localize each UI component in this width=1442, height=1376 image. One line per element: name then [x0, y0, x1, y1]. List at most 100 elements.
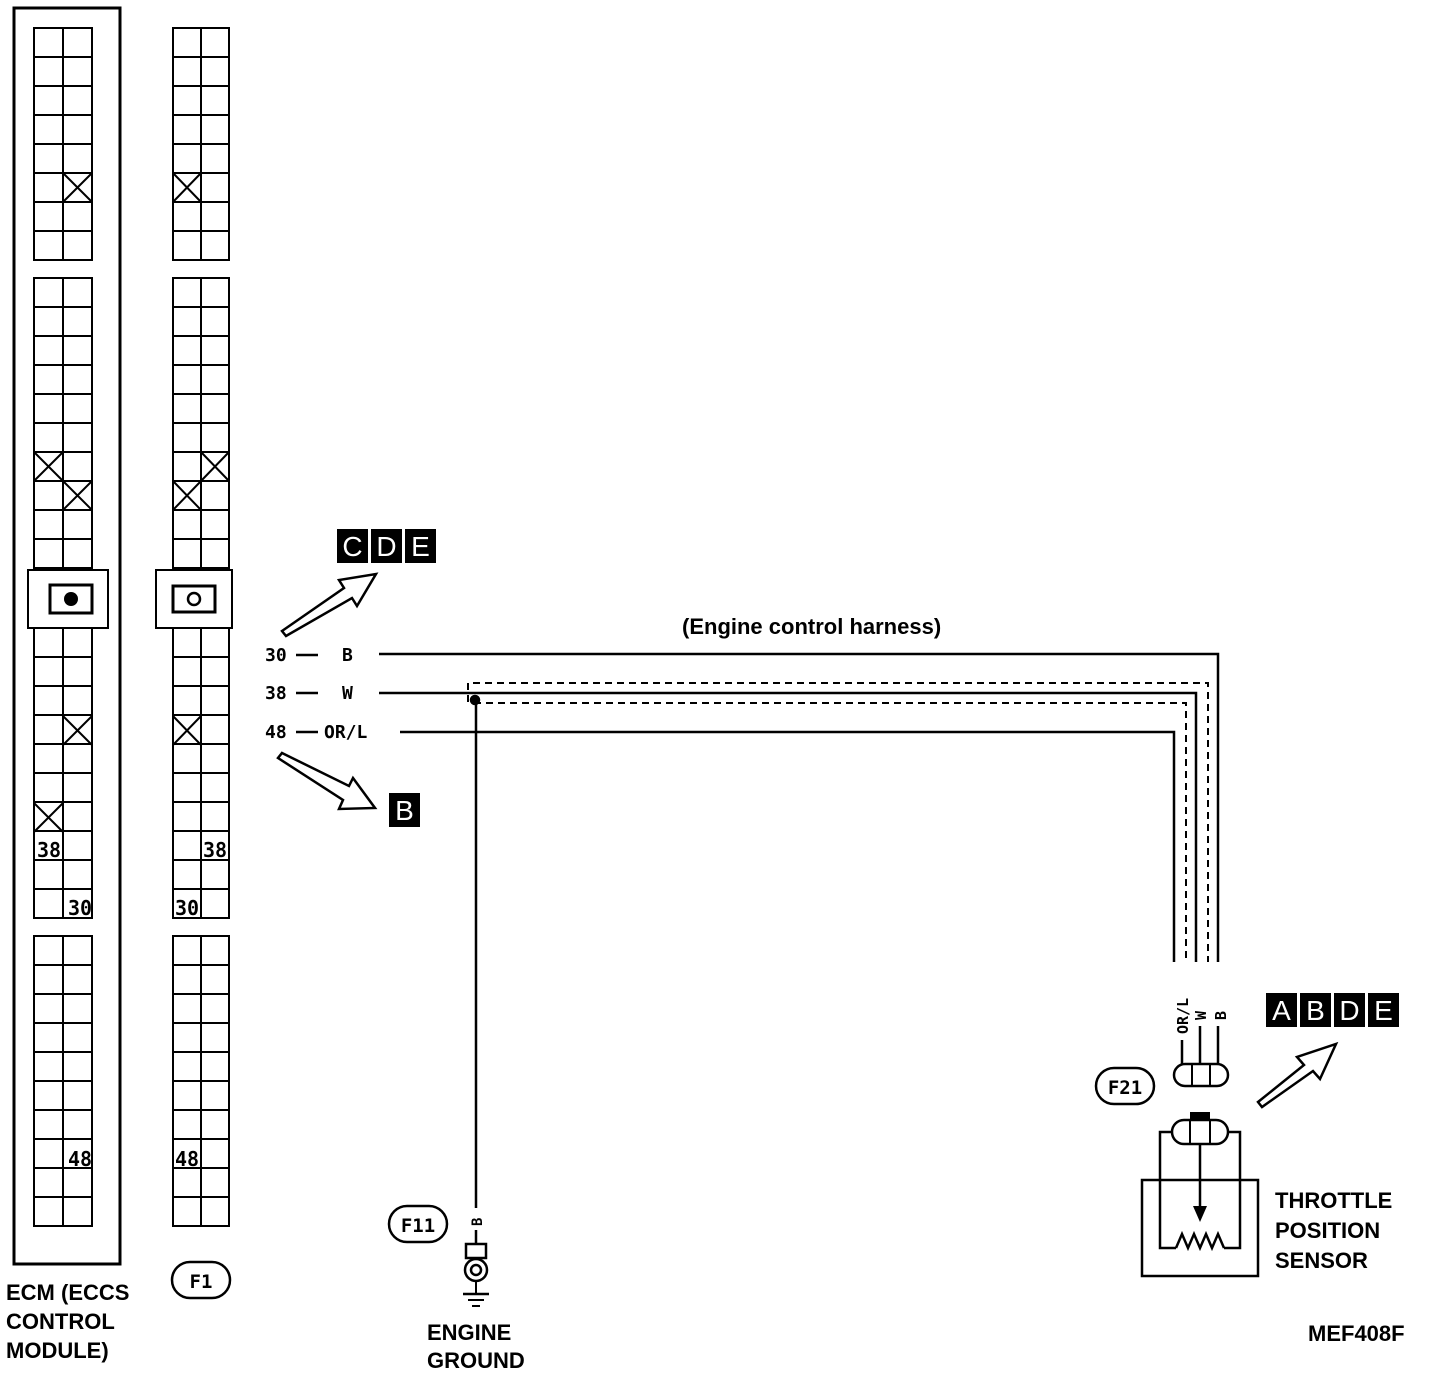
ecm-label-line-1: ECM (ECCS — [6, 1280, 129, 1305]
ecm-pin-cell — [33, 859, 64, 890]
callout-top-letter-d: D — [376, 531, 396, 562]
terminal-labels: 30 B 38 W 48 OR/L — [265, 645, 368, 743]
f1-pin-cell — [172, 859, 202, 890]
f1-pin-cell — [200, 277, 230, 308]
sensor-wire-color-orl: OR/L — [1174, 998, 1192, 1034]
f1-pin-cell — [200, 1022, 230, 1053]
f1-pin-cell — [172, 656, 202, 687]
callout-sensor-box-e — [1368, 993, 1399, 1027]
f1-connector: 38 30 48 F1 — [155, 27, 233, 1300]
f1-pin-cell — [200, 935, 230, 966]
f1-pin-cell — [172, 143, 202, 174]
ecm-pin-cell — [62, 935, 93, 966]
wire-b — [379, 652, 1220, 962]
ecm-pin-cell — [33, 993, 64, 1024]
f1-pin-grid — [172, 27, 230, 1227]
ecm-pin-cell — [62, 859, 93, 890]
ecm-pin-cell — [33, 1080, 64, 1111]
ecm-pin-cell — [33, 422, 64, 453]
ecm-frame — [12, 6, 122, 1266]
callout-bottom-letter-b: B — [395, 795, 414, 826]
ground-wire-color: B — [470, 1218, 486, 1226]
ecm-pin-cell — [62, 656, 93, 687]
ecm-pin-cell — [33, 1051, 64, 1082]
callout-top-box-d — [371, 529, 402, 563]
f1-pin-cell — [172, 1022, 202, 1053]
f1-unused-pin-mark — [172, 715, 202, 746]
ground-label-line-1: ENGINE — [427, 1320, 511, 1345]
ecm-pin-cell — [62, 277, 93, 308]
ecm-pin-cell — [62, 393, 93, 424]
f1-pin-cell — [172, 85, 202, 116]
f1-pin-cell — [172, 1167, 202, 1198]
shield-inner — [474, 702, 1187, 962]
figure-code: MEF408F — [1308, 1321, 1405, 1346]
callout-sensor-box-a — [1266, 993, 1297, 1027]
ecm-pin-cell — [62, 143, 93, 174]
f1-lock-window — [171, 584, 217, 614]
ecm-pin-cell — [33, 1109, 64, 1140]
ecm-pin-cell — [62, 1167, 93, 1198]
ecm-unused-pin-mark — [62, 715, 93, 746]
terminal-48-label: 48 — [265, 722, 287, 743]
f1-pin-cell — [200, 743, 230, 774]
ecm-unused-pin-mark — [33, 451, 64, 482]
wire-30-color: B — [342, 645, 353, 666]
ecm-pin-38-label: 38 — [37, 838, 61, 862]
ecm-pin-cell — [62, 230, 93, 261]
ecm-pin-cell — [62, 964, 93, 995]
f1-pin-cell — [200, 772, 230, 803]
f1-pin-cell — [200, 964, 230, 995]
ecm-pin-cell — [62, 56, 93, 87]
f1-pin-cell — [200, 364, 230, 395]
f11-connector-id: F11 — [401, 1215, 435, 1237]
ecm-pin-cell — [33, 627, 64, 658]
ecm-pin-cell — [62, 85, 93, 116]
ecm-label-line-3: MODULE) — [6, 1338, 109, 1363]
f1-pin-cell — [200, 714, 230, 745]
f1-pin-cell — [200, 1109, 230, 1140]
shield-outer — [467, 682, 1209, 962]
ecm-pin-cell — [62, 888, 93, 919]
f1-pin-cell — [172, 685, 202, 716]
ecm-pin-cell — [33, 143, 64, 174]
f1-pin-cell — [172, 451, 202, 482]
sensor-wiper-arrow — [1193, 1206, 1207, 1222]
f1-unused-pin-mark — [172, 172, 202, 203]
ecm-unused-pin-mark — [33, 802, 64, 833]
f1-pin-cell — [200, 538, 230, 569]
f21-key — [1190, 1112, 1210, 1122]
f1-pin-cell — [172, 114, 202, 145]
ecm-pin-cell — [33, 538, 64, 569]
f1-pin-30-label: 30 — [175, 896, 199, 920]
ecm-pin-cell — [62, 306, 93, 337]
ecm-pin-30-label: 30 — [68, 896, 92, 920]
callout-top-letter-c: C — [342, 531, 362, 562]
ecm-lock-dot — [64, 592, 78, 606]
ground-label-line-2: GROUND — [427, 1348, 525, 1373]
f1-pin-cell — [200, 335, 230, 366]
callout-bottom-arrow — [276, 751, 378, 811]
f11-connector-badge — [387, 1204, 449, 1244]
f1-pin-cell — [172, 27, 202, 58]
f1-pin-cell — [200, 888, 230, 919]
f21-connector-id: F21 — [1108, 1077, 1142, 1099]
f1-pin-cell — [172, 772, 202, 803]
ecm-pin-cell — [33, 230, 64, 261]
ground-eyelet-inner — [469, 1263, 483, 1277]
f21-connector-badge — [1094, 1066, 1156, 1106]
f1-pin-cell — [172, 422, 202, 453]
f1-pin-cell — [172, 1109, 202, 1140]
callout-sensor-letter-e: E — [1374, 995, 1393, 1026]
ecm-pin-cell — [33, 85, 64, 116]
f1-pin-cell — [172, 627, 202, 658]
f1-pin-cell — [172, 277, 202, 308]
f1-pin-cell — [172, 1051, 202, 1082]
f21-sensor-side — [1170, 1118, 1230, 1146]
ground-terminal — [464, 1242, 488, 1260]
sensor-label-line-3: SENSOR — [1275, 1248, 1368, 1273]
ecm-pin-cell — [33, 1138, 64, 1169]
splice-point — [469, 694, 481, 706]
callout-sensor-box-d — [1334, 993, 1365, 1027]
